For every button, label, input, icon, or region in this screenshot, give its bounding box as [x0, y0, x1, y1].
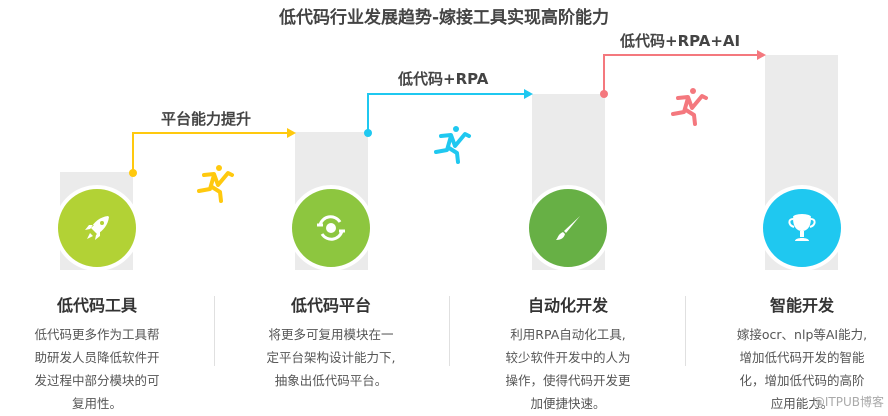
watermark: @ITPUB博客 [812, 395, 884, 409]
desc-line: 抽象出低代码平台。 [274, 373, 388, 388]
transition-label-1: 平台能力提升 [161, 110, 252, 128]
stage-heading-1: 低代码工具 [56, 296, 137, 315]
runner-icon-1 [197, 165, 234, 203]
desc-line: 发过程中部分模块的可 [34, 373, 160, 388]
desc-line: 助研发人员降低软件开 [34, 350, 160, 365]
runner-icon-3 [671, 88, 708, 126]
stage-description-3: 利用RPA自动化工具, 较少软件开发中的人为 操作，使得代码开发更 加便捷快速。 [468, 323, 668, 415]
desc-line: 利用RPA自动化工具, [510, 327, 626, 342]
stage-heading-2: 低代码平台 [290, 296, 371, 315]
desc-line: 定平台架构设计能力下, [266, 350, 396, 365]
connector-1 [132, 132, 288, 173]
brush-icon [556, 216, 580, 240]
arrowhead-2 [524, 89, 533, 99]
desc-line: 较少软件开发中的人为 [505, 350, 631, 365]
dot-2 [364, 129, 372, 137]
dot-1 [129, 169, 137, 177]
desc-line: 复用性。 [71, 396, 122, 411]
transition-label-3: 低代码+RPA+AI [620, 32, 741, 50]
desc-line: 将更多可复用模块在一 [268, 327, 394, 342]
rocket-icon [85, 216, 109, 240]
connector-arrows [129, 50, 766, 203]
column-divider [214, 296, 215, 366]
connector-3 [603, 54, 758, 94]
stage-description-1: 低代码更多作为工具帮 助研发人员降低软件开 发过程中部分模块的可 复用性。 [0, 323, 197, 415]
sync-icon [317, 215, 345, 241]
stage-circle-2 [288, 185, 374, 271]
stage-circle-3 [525, 185, 611, 271]
stage-description-2: 将更多可复用模块在一 定平台架构设计能力下, 抽象出低代码平台。 [231, 323, 431, 392]
desc-line: 应用能力。 [770, 396, 834, 411]
arrowhead-3 [757, 50, 766, 60]
stage-description-4: 嫁接ocr、nlp等AI能力, 增加低代码开发的智能 化，增加低代码的高阶 应用… [702, 323, 888, 415]
column-divider [449, 296, 450, 366]
desc-line: 增加低代码开发的智能 [739, 350, 865, 365]
stage-circle-1 [54, 185, 140, 271]
stage-circle-4 [759, 185, 845, 271]
desc-line: 化，增加低代码的高阶 [739, 373, 865, 388]
desc-line: 低代码更多作为工具帮 [34, 327, 160, 342]
runner-icon-2 [434, 126, 471, 164]
connector-2 [367, 93, 525, 133]
trophy-icon [788, 214, 816, 241]
transition-label-2: 低代码+RPA [398, 70, 489, 88]
page-title: 低代码行业发展趋势-嫁接工具实现高阶能力 [278, 8, 610, 28]
column-divider [685, 296, 686, 366]
stage-heading-3: 自动化开发 [527, 296, 608, 315]
dot-3 [600, 90, 608, 98]
stage-heading-4: 智能开发 [769, 296, 834, 315]
arrowhead-1 [287, 128, 296, 138]
desc-line: 加便捷快速。 [530, 396, 606, 411]
desc-line: 嫁接ocr、nlp等AI能力, [736, 327, 868, 342]
desc-line: 操作，使得代码开发更 [505, 373, 631, 388]
